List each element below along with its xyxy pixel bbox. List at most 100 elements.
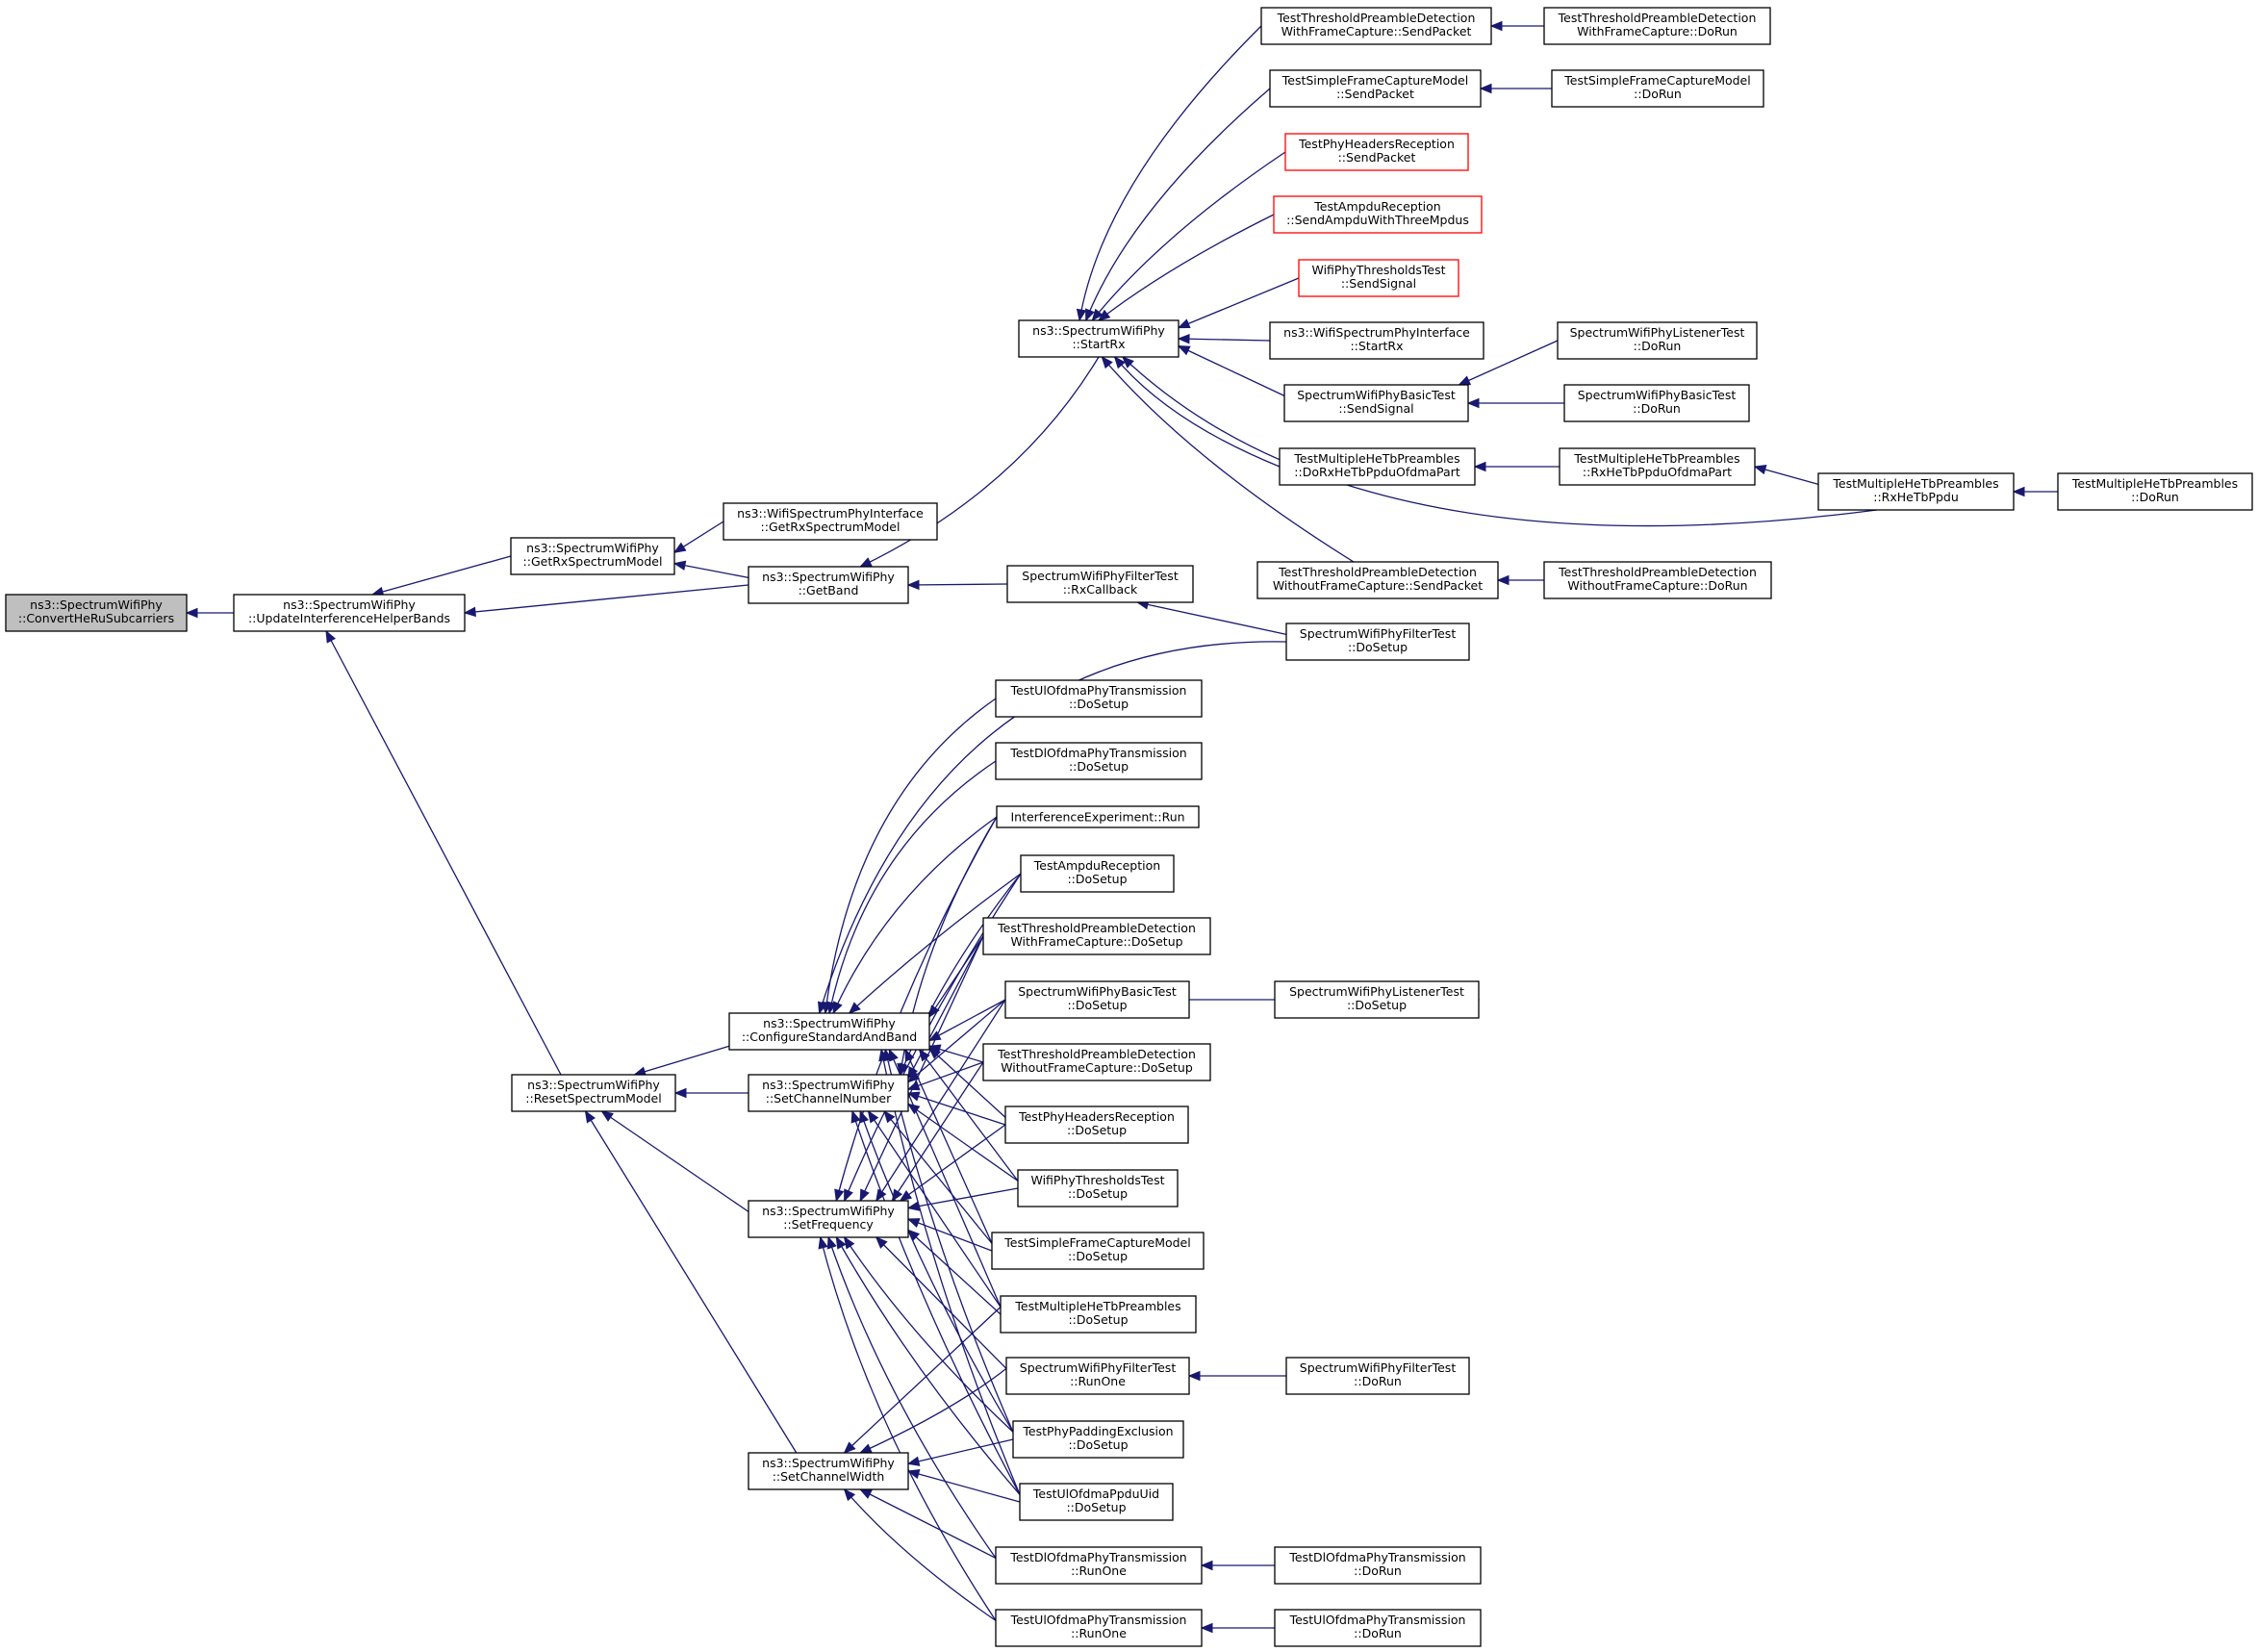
- node-box: [728, 1012, 930, 1051]
- node-box: [1563, 384, 1750, 422]
- edge-ul-runone-to-set-chan-width: [844, 1488, 997, 1621]
- node-label-line: TestPhyPaddingExclusion: [1022, 1424, 1173, 1438]
- edge-dl-runone-to-set-chan-width: [859, 1488, 997, 1559]
- node-iface-get-rx-model[interactable]: ns3::WifiSpectrumPhyInterface::GetRxSpec…: [723, 502, 938, 541]
- node-mhe-run[interactable]: TestMultipleHeTbPreambles::DoRun: [2057, 472, 2253, 511]
- node-tpd-wofc-setup[interactable]: TestThresholdPreambleDetectionWithoutFra…: [982, 1043, 1211, 1081]
- node-mhe-dorx[interactable]: TestMultipleHeTbPreambles::DoRxHeTbPpduO…: [1279, 447, 1476, 486]
- node-box: [748, 1200, 909, 1238]
- node-set-freq[interactable]: ns3::SpectrumWifiPhy::SetFrequency: [748, 1200, 909, 1238]
- node-label-line: ns3::SpectrumWifiPhy: [283, 597, 416, 612]
- node-update-bands[interactable]: ns3::SpectrumWifiPhy::UpdateInterference…: [233, 594, 466, 632]
- node-box: [1279, 447, 1476, 486]
- node-set-chan-width[interactable]: ns3::SpectrumWifiPhy::SetChannelWidth: [748, 1452, 909, 1490]
- node-iface-start-rx[interactable]: ns3::WifiSpectrumPhyInterface::StartRx: [1269, 321, 1484, 360]
- edge-ppdu-uid-setup-to-set-freq: [835, 1236, 1021, 1495]
- node-label-line: TestMultipleHeTbPreambles: [1293, 451, 1459, 466]
- node-label-line: ns3::SpectrumWifiPhy: [762, 1078, 895, 1092]
- node-sfc-run[interactable]: TestSimpleFrameCaptureModel::DoRun: [1551, 69, 1764, 108]
- edge-start-rx-to-get-band: [859, 356, 1100, 568]
- edge-tpd-wfc-setup-to-set-freq: [859, 935, 984, 1202]
- node-ul-runone[interactable]: TestUlOfdmaPhyTransmission::RunOne: [995, 1609, 1203, 1647]
- node-start-rx[interactable]: ns3::SpectrumWifiPhy::StartRx: [1018, 319, 1180, 358]
- node-ampdu-setup[interactable]: TestAmpduReception::DoSetup: [1020, 854, 1175, 893]
- node-label-line: WithoutFrameCapture::SendPacket: [1273, 578, 1483, 593]
- edge-tpd-wofc-setup-to-cfg-std: [928, 1045, 984, 1063]
- node-listener-run[interactable]: SpectrumWifiPhyListenerTest::DoRun: [1557, 321, 1758, 360]
- node-reset-model[interactable]: ns3::SpectrumWifiPhy::ResetSpectrumModel: [511, 1074, 676, 1112]
- node-mhe-setup[interactable]: TestMultipleHeTbPreambles::DoSetup: [1000, 1295, 1197, 1334]
- edge-tpd-wofc-send-to-start-rx: [1101, 356, 1355, 563]
- node-box: [1000, 1295, 1197, 1334]
- node-box: [1551, 69, 1764, 108]
- edge-mhe-setup-to-set-chan-num: [867, 1110, 1002, 1308]
- node-dl-run[interactable]: TestDlOfdmaPhyTransmission::DoRun: [1274, 1546, 1482, 1585]
- node-basic-run[interactable]: SpectrumWifiPhyBasicTest::DoRun: [1563, 384, 1750, 422]
- node-filter-run[interactable]: SpectrumWifiPhyFilterTest::DoRun: [1285, 1357, 1470, 1395]
- node-box: [723, 502, 938, 541]
- node-ul-ofdma-setup[interactable]: TestUlOfdmaPhyTransmission::DoSetup: [995, 679, 1203, 718]
- node-interf-run[interactable]: InterferenceExperiment::Run: [996, 805, 1200, 828]
- node-filter-runone[interactable]: SpectrumWifiPhyFilterTest::RunOne: [1005, 1357, 1190, 1395]
- node-tpd-wofc-run[interactable]: TestThresholdPreambleDetectionWithoutFra…: [1543, 561, 1772, 599]
- node-ppdu-uid-setup[interactable]: TestUlOfdmaPpduUid::DoSetup: [1019, 1483, 1174, 1521]
- node-root[interactable]: ns3::SpectrumWifiPhy::ConvertHeRuSubcarr…: [5, 594, 188, 632]
- node-label-line: ns3::SpectrumWifiPhy: [763, 1016, 896, 1030]
- edge-mhe-rx-to-mhe-rxofdma: [1754, 466, 1819, 486]
- node-get-rx-model[interactable]: ns3::SpectrumWifiPhy::GetRxSpectrumModel: [510, 537, 675, 575]
- edge-ul-runone-to-set-freq: [820, 1236, 997, 1621]
- node-filter-do-setup[interactable]: SpectrumWifiPhyFilterTest::DoSetup: [1285, 623, 1470, 661]
- node-label-line: ::GetRxSpectrumModel: [761, 520, 901, 534]
- node-box: [1019, 1483, 1174, 1521]
- node-ul-run[interactable]: TestUlOfdmaPhyTransmission::DoRun: [1274, 1609, 1482, 1647]
- edge-thr-setup-to-cfg-std: [919, 1049, 1019, 1182]
- node-ampdu-send[interactable]: TestAmpduReception::SendAmpduWithThreeMp…: [1273, 195, 1483, 234]
- node-box: [2057, 472, 2253, 511]
- node-tpd-wfc-send[interactable]: TestThresholdPreambleDetectionWithFrameC…: [1260, 7, 1492, 45]
- node-tpd-wfc-run[interactable]: TestThresholdPreambleDetectionWithFrameC…: [1543, 7, 1771, 45]
- node-label-line: ::UpdateInterferenceHelperBands: [248, 611, 450, 625]
- node-basic-send[interactable]: SpectrumWifiPhyBasicTest::SendSignal: [1283, 384, 1469, 422]
- node-label-line: ::DoRun: [1634, 87, 1682, 101]
- node-pad-setup[interactable]: TestPhyPaddingExclusion::DoSetup: [1012, 1420, 1184, 1459]
- node-sfc-send[interactable]: TestSimpleFrameCaptureModel::SendPacket: [1269, 69, 1482, 108]
- node-box: [748, 1074, 909, 1112]
- edge-tpd-wfc-send-to-start-rx: [1078, 25, 1262, 321]
- node-label-line: ::DoSetup: [1068, 1249, 1128, 1263]
- node-cfg-std[interactable]: ns3::SpectrumWifiPhy::ConfigureStandardA…: [728, 1012, 930, 1051]
- node-mhe-rx[interactable]: TestMultipleHeTbPreambles::RxHeTbPpdu: [1817, 472, 2015, 511]
- node-label-line: ::DoRun: [1633, 401, 1681, 416]
- node-basic-setup[interactable]: SpectrumWifiPhyBasicTest::DoSetup: [1004, 980, 1190, 1019]
- node-phr-setup[interactable]: TestPhyHeadersReception::DoSetup: [1004, 1106, 1189, 1144]
- node-label-line: ns3::SpectrumWifiPhy: [762, 1204, 895, 1218]
- node-label-line: TestThresholdPreambleDetection: [1558, 11, 1757, 25]
- node-get-band[interactable]: ns3::SpectrumWifiPhy::GetBand: [748, 566, 909, 604]
- edge-thr-send-to-start-rx: [1178, 277, 1300, 329]
- node-thr-send[interactable]: WifiPhyThresholdsTest::SendSignal: [1298, 259, 1459, 297]
- node-set-chan-num[interactable]: ns3::SpectrumWifiPhy::SetChannelNumber: [748, 1074, 909, 1112]
- node-phr-send[interactable]: TestPhyHeadersReception::SendPacket: [1284, 133, 1469, 171]
- node-label-line: WithoutFrameCapture::DoSetup: [1001, 1060, 1193, 1075]
- node-label-line: ::DoSetup: [1066, 1500, 1126, 1514]
- edge-basic-setup-to-set-chan-num: [907, 999, 1006, 1083]
- node-box: [5, 594, 188, 632]
- node-filter-rx-cb[interactable]: SpectrumWifiPhyFilterTest::RxCallback: [1006, 565, 1194, 603]
- node-sfc-setup[interactable]: TestSimpleFrameCaptureModel::DoSetup: [991, 1232, 1205, 1270]
- edge-thr-setup-to-set-freq: [907, 1187, 1019, 1209]
- node-box: [1017, 1169, 1179, 1207]
- node-box: [1274, 1546, 1482, 1585]
- node-thr-setup[interactable]: WifiPhyThresholdsTest::DoSetup: [1017, 1169, 1179, 1207]
- node-mhe-rxofdma[interactable]: TestMultipleHeTbPreambles::RxHeTbPpduOfd…: [1559, 447, 1756, 486]
- node-box: [1004, 1106, 1189, 1144]
- node-dl-ofdma-setup[interactable]: TestDlOfdmaPhyTransmission::DoSetup: [995, 742, 1203, 780]
- node-box: [1274, 980, 1480, 1019]
- node-label-line: ::RxHeTbPpdu: [1873, 490, 1959, 504]
- node-tpd-wfc-setup[interactable]: TestThresholdPreambleDetectionWithFrameC…: [982, 917, 1211, 955]
- node-tpd-wofc-send[interactable]: TestThresholdPreambleDetectionWithoutFra…: [1256, 561, 1499, 599]
- node-dl-runone[interactable]: TestDlOfdmaPhyTransmission::RunOne: [995, 1546, 1203, 1585]
- node-listener-setup[interactable]: SpectrumWifiPhyListenerTest::DoSetup: [1274, 980, 1480, 1019]
- node-box: [1557, 321, 1758, 360]
- edge-filter-rx-cb-to-get-band: [907, 583, 1008, 586]
- node-box: [1012, 1420, 1184, 1459]
- node-label-line: TestAmpduReception: [1313, 199, 1440, 214]
